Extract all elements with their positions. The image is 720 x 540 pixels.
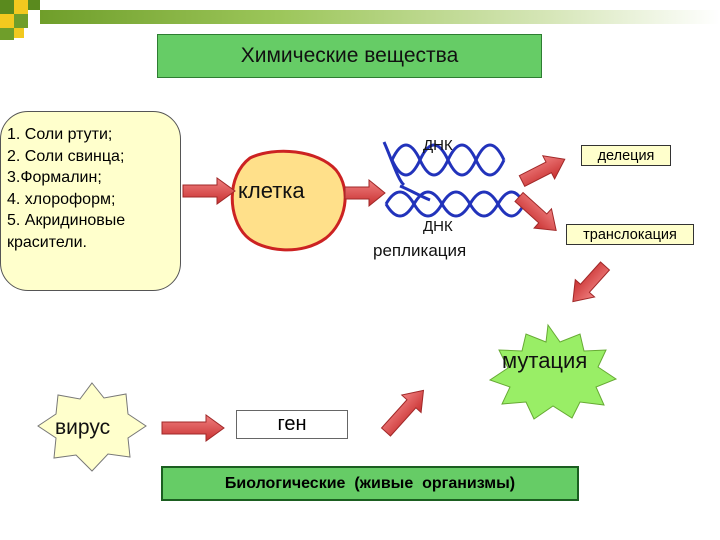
- arrow-cell-to-dna: [344, 178, 386, 208]
- biological-box: Биологические (живые организмы): [161, 466, 579, 501]
- replication-label: репликация: [373, 241, 467, 260]
- dna-top-label: ДНК: [423, 137, 453, 154]
- page-title: Химические вещества: [157, 34, 542, 78]
- mutation-starburst: [488, 323, 618, 420]
- corner-square: [28, 0, 40, 10]
- list-item: 3.Формалин;: [7, 169, 102, 186]
- arrow-virus-to-gene: [161, 414, 225, 442]
- corner-square: [0, 14, 14, 28]
- translocation-box: транслокация: [566, 224, 694, 245]
- chemicals-list: 1. Соли ртути; 2. Соли свинца; 3.Формали…: [0, 111, 181, 291]
- list-item: красители.: [7, 233, 87, 251]
- cell-shape: [230, 149, 347, 252]
- list-item: 2. Соли свинца;: [7, 147, 125, 165]
- virus-label: вирус: [55, 416, 111, 439]
- header-band: [40, 10, 720, 24]
- dna-bottom-label: ДНК: [423, 218, 453, 235]
- list-item: 5. Акридиновые: [7, 212, 126, 229]
- list-item: 1. Соли ртути;: [7, 126, 113, 143]
- dna-double-helix: [382, 141, 526, 218]
- arrow-chemicals-to-cell: [182, 177, 236, 205]
- list-item: 4. хлороформ;: [7, 190, 116, 208]
- arrow-translocation-to-mutation: [572, 261, 611, 303]
- cell-label: клетка: [238, 178, 305, 203]
- corner-square: [14, 0, 28, 14]
- arrow-to-translocation: [514, 191, 557, 232]
- virus-starburst: [37, 382, 147, 472]
- arrow-to-deletion: [518, 155, 566, 188]
- gene-box: ген: [236, 410, 348, 439]
- mutation-label: мутация: [502, 348, 588, 373]
- corner-square: [0, 28, 14, 40]
- corner-square: [14, 14, 28, 28]
- corner-square: [14, 28, 24, 38]
- corner-square: [0, 0, 14, 14]
- deletion-box: делеция: [581, 145, 671, 166]
- arrow-gene-to-mutation: [380, 389, 425, 437]
